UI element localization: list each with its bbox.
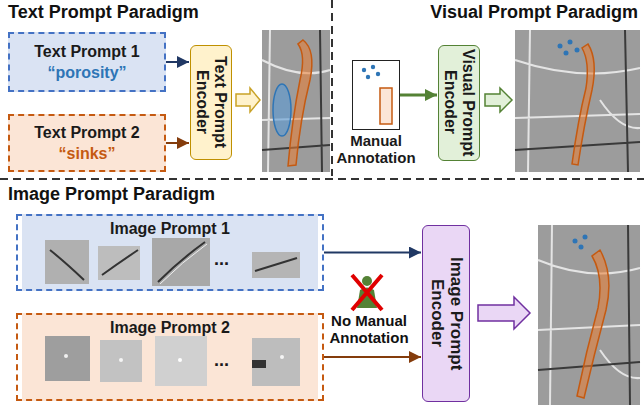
prompt-keyword: “sinks” (59, 144, 116, 163)
person-icon (362, 276, 372, 286)
pore-feature (252, 360, 266, 368)
sinks-mask (288, 40, 312, 166)
sample-thumbnail (152, 238, 210, 286)
pore-feature (280, 355, 284, 359)
porosity-mask (579, 245, 584, 250)
sample-thumbnail (100, 340, 142, 382)
point-annotation (371, 65, 375, 69)
node-label: Text Prompt Encoder (193, 50, 228, 155)
point-annotation (366, 75, 370, 79)
porosity-mask (575, 48, 580, 53)
xray-structure (262, 30, 330, 172)
encoder-box: Image Prompt Encoder (422, 225, 470, 402)
flow-arrow (166, 61, 189, 63)
xray-structure (538, 225, 640, 405)
sample-thumbnail (252, 252, 300, 278)
section-title: Text Prompt Paradigm (8, 2, 199, 24)
sample-thumbnail (45, 336, 90, 381)
flow-arrow (324, 252, 421, 254)
ellipsis-mark: ... (214, 250, 229, 268)
porosity-mask (573, 239, 578, 244)
flow-arrow (400, 94, 437, 97)
output-arrow (236, 88, 260, 112)
xray-structure (515, 30, 640, 172)
xray-structure (538, 225, 640, 405)
crack-feature (50, 250, 84, 280)
xray-image (262, 30, 330, 172)
section-title: Visual Prompt Paradigm (430, 2, 638, 24)
text-prompt-box: Text Prompt 1 “porosity” (8, 32, 166, 92)
pore-feature (64, 354, 68, 358)
flow-arrow (166, 142, 189, 144)
text-prompt-box: Text Prompt 2 “sinks” (8, 114, 166, 172)
annotation-box: Manual Annotation (352, 60, 400, 130)
section-divider (0, 178, 644, 180)
sample-thumbnail (98, 246, 140, 280)
crack-feature (255, 258, 297, 271)
porosity-mask (273, 84, 291, 136)
node-label: Image Prompt 2 (18, 318, 322, 337)
pore-feature (178, 358, 182, 362)
prompt-keyword: “porosity” (47, 63, 126, 82)
xray-image (515, 30, 640, 172)
node-label: Text Prompt 1 (34, 42, 140, 61)
point-annotation (362, 68, 366, 72)
image-prompt-box: Image Prompt 1... (16, 214, 324, 291)
output-arrow (485, 88, 512, 112)
porosity-mask (558, 44, 563, 49)
sample-thumbnail (45, 240, 89, 284)
porosity-mask (583, 235, 588, 240)
node-label: Image Prompt 1 (18, 219, 322, 238)
xray-structure (515, 30, 640, 172)
section-divider (331, 0, 333, 176)
crack-feature (160, 244, 207, 284)
output-arrow (478, 297, 530, 329)
flow-arrow (324, 356, 421, 358)
node-label: Visual Prompt Encoder (441, 49, 476, 157)
encoder-box: Visual Prompt Encoder (438, 45, 480, 161)
porosity-mask (568, 40, 573, 45)
point-annotation (376, 72, 380, 76)
encoder-box: Text Prompt Encoder (190, 45, 232, 160)
section-title: Image Prompt Paradigm (8, 184, 215, 206)
crack-feature (102, 250, 138, 275)
node-label: Image Prompt Encoder (427, 249, 464, 379)
sinks-mask (577, 250, 609, 398)
annotation-note: No Manual Annotation (324, 313, 414, 346)
box-annotation (380, 88, 392, 124)
node-label: Text Prompt 2 (34, 123, 140, 142)
cross-mark (352, 275, 382, 310)
sample-thumbnail (155, 336, 207, 386)
pore-feature (119, 358, 123, 362)
node-label: Manual Annotation (331, 132, 421, 167)
xray-structure (262, 30, 330, 172)
sinks-mask (572, 44, 594, 165)
annotation-canvas (352, 60, 400, 130)
xray-image (538, 225, 640, 405)
ellipsis-mark: ... (214, 351, 229, 369)
crack-feature (158, 242, 205, 282)
porosity-mask (564, 51, 569, 56)
image-prompt-box: Image Prompt 2... (16, 313, 324, 401)
sample-thumbnail (252, 338, 300, 386)
